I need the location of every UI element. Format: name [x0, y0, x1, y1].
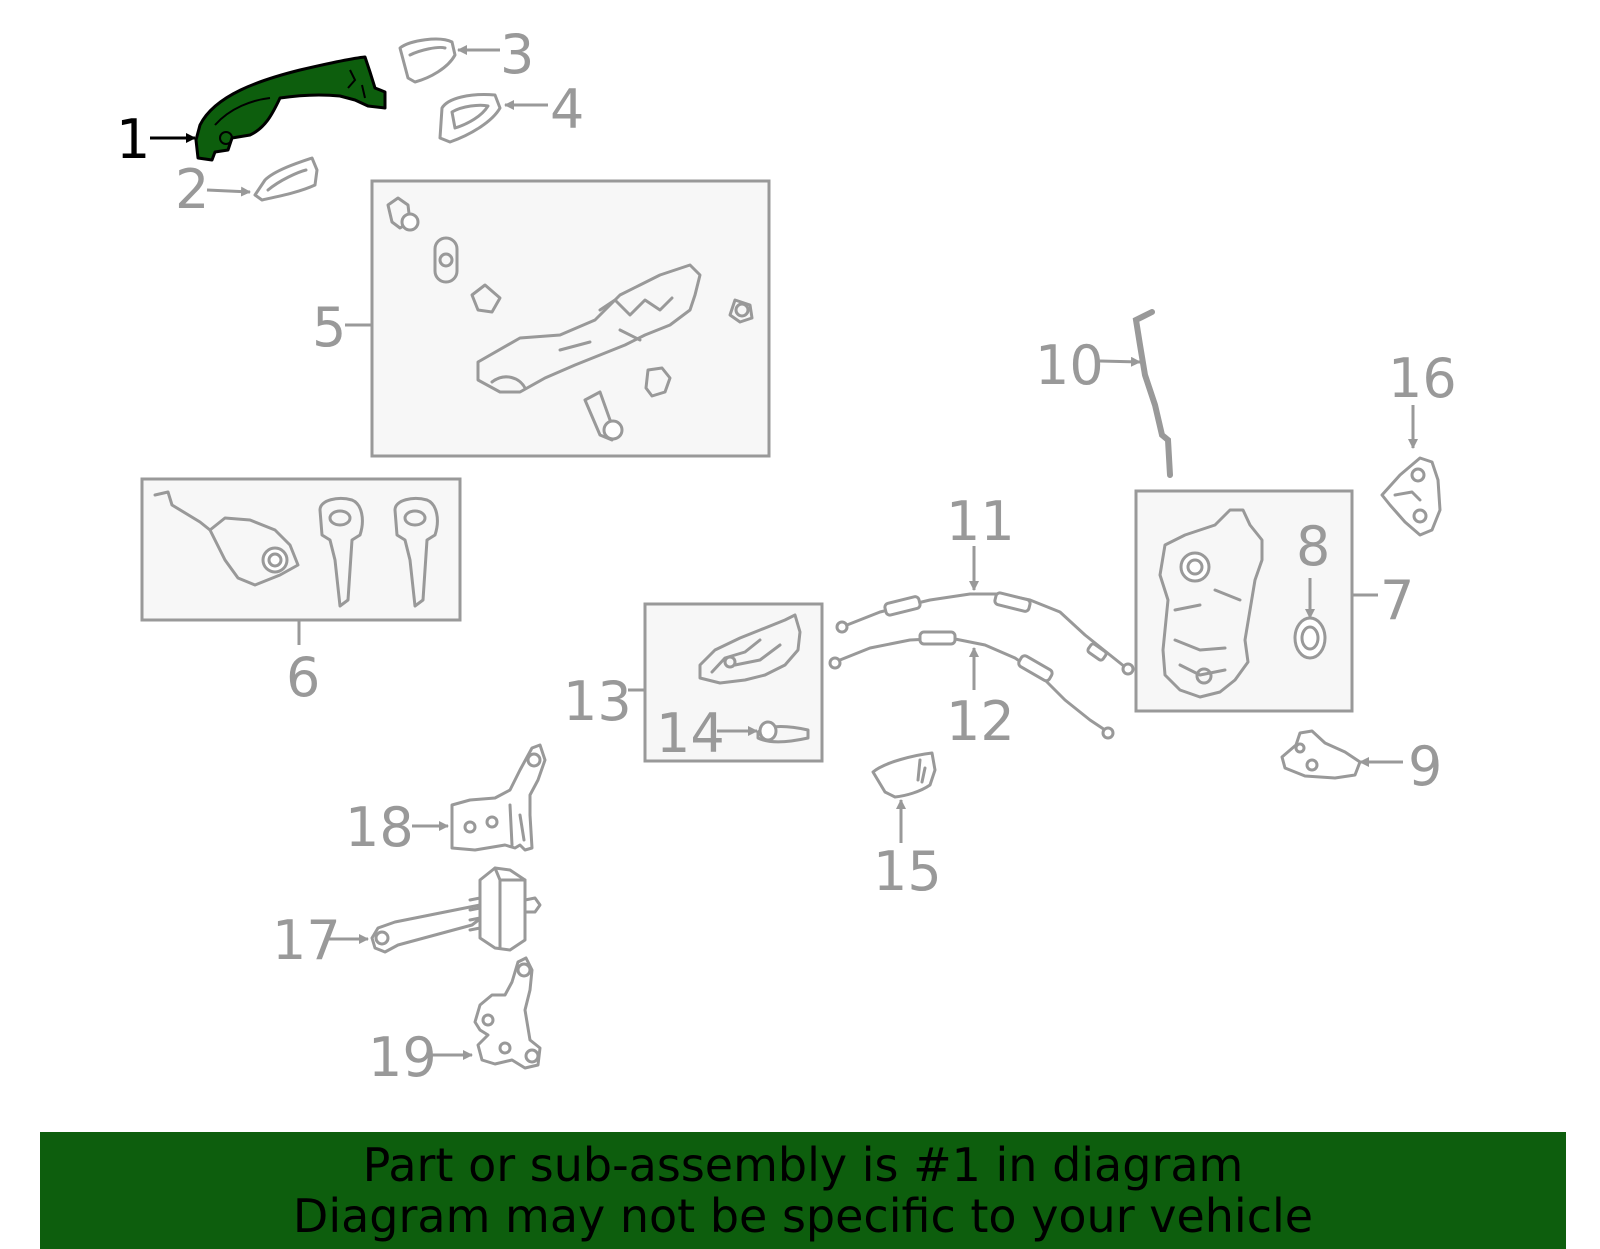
banner-line-1: Part or sub-assembly is #1 in diagram	[362, 1137, 1244, 1192]
part-19-lower-hinge[interactable]	[473, 956, 542, 1070]
part-10-rod[interactable]	[1132, 309, 1173, 478]
part-11-cable[interactable]	[835, 591, 1135, 676]
part-2-gasket[interactable]	[253, 156, 319, 202]
callout-12-label: 12	[946, 690, 1015, 753]
part-7-latch-actuator	[1158, 508, 1327, 699]
callout-15-label: 15	[873, 840, 942, 903]
exploded-parts-diagram: 1 2 3 4 5 6	[116, 23, 1457, 1089]
callout-8-label: 8	[1296, 515, 1330, 578]
part-17-door-check[interactable]	[370, 866, 542, 954]
banner-line-2: Diagram may not be specific to your vehi…	[292, 1188, 1314, 1243]
part-15-bezel[interactable]	[871, 751, 937, 799]
part-6-cylinder-and-keys	[153, 490, 439, 608]
callout-19-label: 19	[368, 1026, 437, 1089]
part-13-inside-handle	[698, 613, 810, 744]
info-banner: Part or sub-assembly is #1 in diagram Di…	[40, 1132, 1566, 1249]
part-3-cap[interactable]	[398, 37, 457, 84]
callout-16-label: 16	[1388, 347, 1457, 410]
callout-13-label: 13	[563, 670, 632, 733]
part-1-door-handle[interactable]	[194, 55, 387, 162]
callout-2-arrow	[206, 186, 251, 197]
callout-18-label: 18	[345, 796, 414, 859]
callout-11-label: 11	[946, 490, 1015, 553]
callout-10-arrow	[1099, 356, 1141, 367]
callout-1-label: 1	[116, 108, 150, 171]
callout-3-label: 3	[500, 23, 534, 86]
callout-2-label: 2	[175, 158, 209, 221]
part-7-latch-box[interactable]	[1134, 489, 1354, 713]
part-16-striker[interactable]	[1380, 456, 1442, 537]
part-9-cover[interactable]	[1280, 729, 1362, 780]
callout-14-label: 14	[656, 702, 725, 765]
callout-5-label: 5	[312, 296, 346, 359]
callout-9-label: 9	[1408, 735, 1442, 798]
part-12-cable[interactable]	[828, 630, 1115, 740]
part-18-upper-hinge[interactable]	[450, 743, 547, 852]
callout-10-label: 10	[1035, 334, 1104, 397]
part-5-frame-kit-box[interactable]	[370, 179, 771, 458]
callout-6-label: 6	[286, 646, 320, 709]
part-4-gasket[interactable]	[438, 93, 502, 144]
callout-17-label: 17	[272, 909, 341, 972]
part-5-frame-kit-parts	[386, 196, 754, 442]
callout-7-label: 7	[1380, 569, 1414, 632]
part-6-cylinder-key-box[interactable]	[140, 477, 462, 622]
callout-4-label: 4	[550, 78, 584, 141]
